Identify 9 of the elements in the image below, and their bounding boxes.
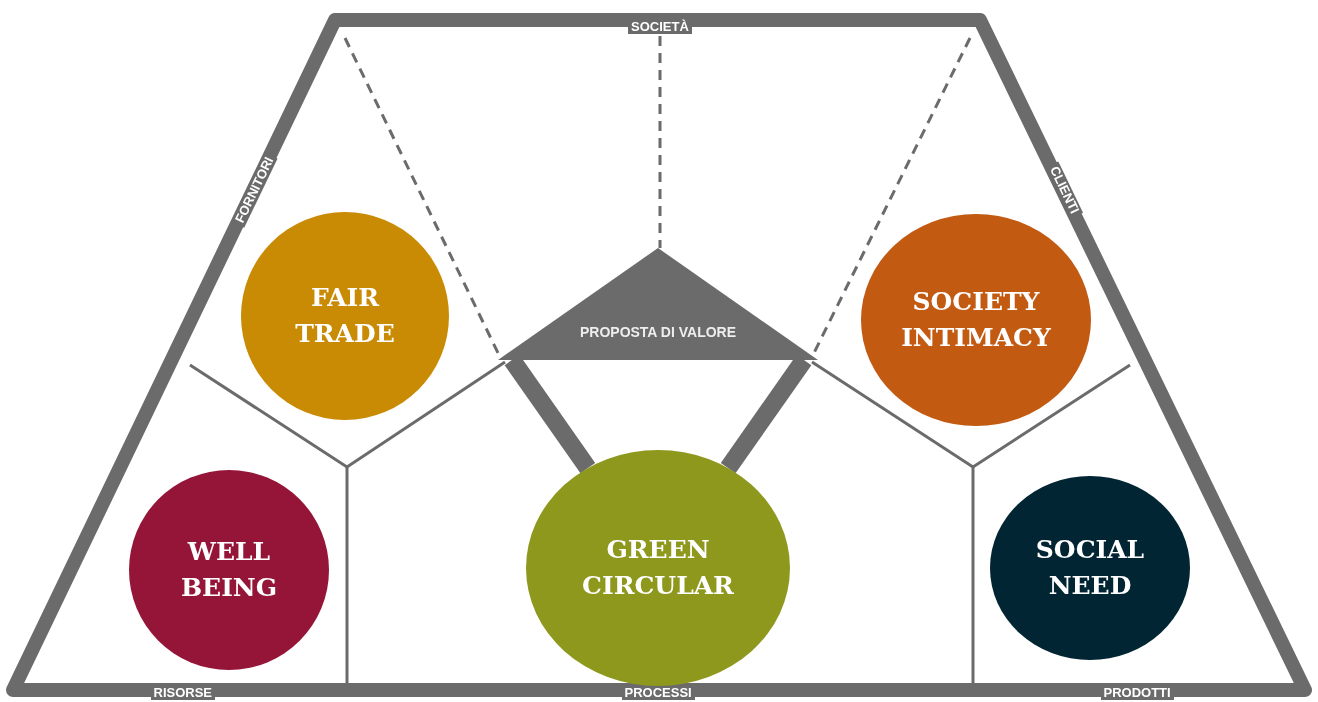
circle-node: WELL BEING [129,470,329,670]
frame-label: SOCIETÀ [628,20,692,34]
circle-node: GREEN CIRCULAR [526,450,790,686]
triangle-label: PROPOSTA DI VALORE [578,324,738,340]
circle-node: SOCIETY INTIMACY [861,214,1091,426]
frame-label: RISORSE [150,686,215,700]
circle-node: SOCIAL NEED [990,476,1190,660]
frame-label: PRODOTTI [1100,686,1174,700]
frame-label: PROCESSI [621,686,695,700]
